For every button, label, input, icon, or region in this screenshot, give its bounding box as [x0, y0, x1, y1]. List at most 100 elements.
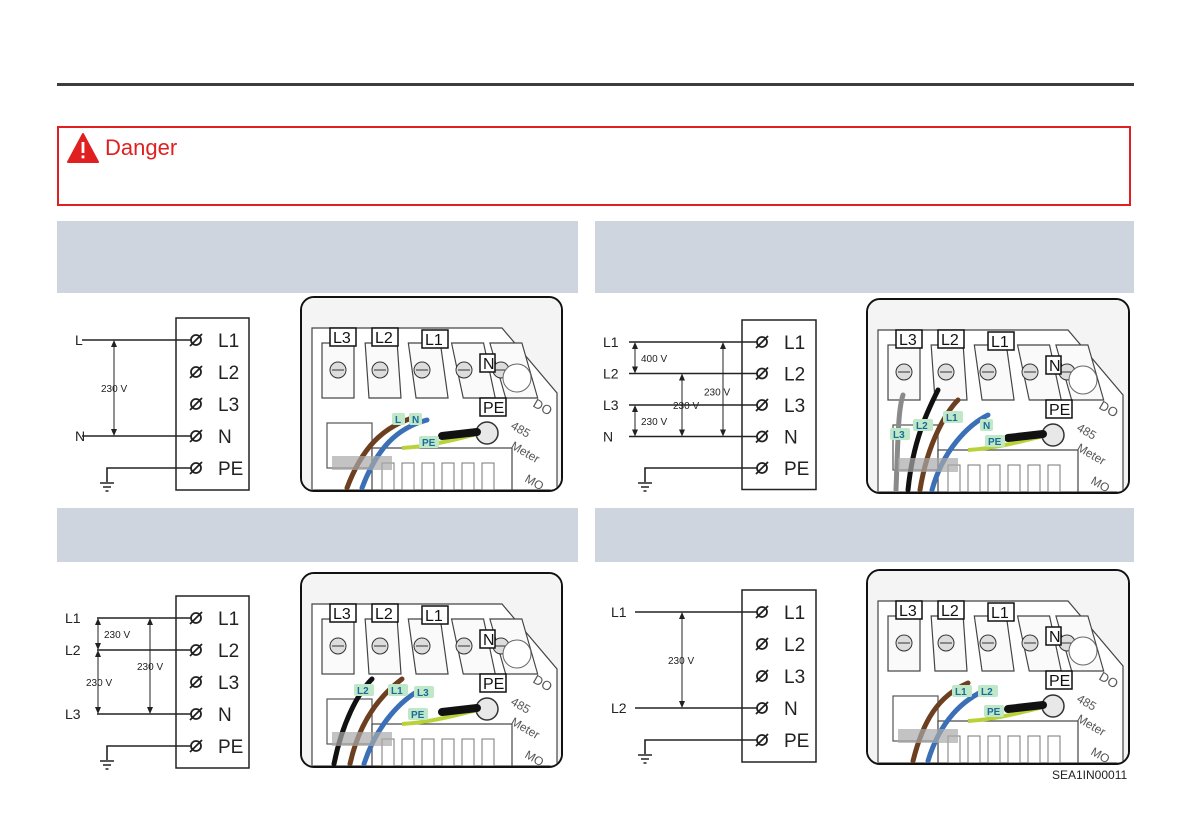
wire-tag-pe-bg — [985, 435, 1005, 447]
voltage-arrow-l1-n-head-bottom — [720, 429, 726, 437]
wire-tag-l2: L2 — [981, 687, 993, 698]
ground-wire — [644, 467, 757, 482]
wire-tag-pe-bg — [984, 705, 1004, 717]
photo-tag-l3: L3 — [333, 606, 351, 623]
photo-tag-l1: L1 — [425, 332, 443, 349]
panel-1-header — [57, 221, 578, 293]
wire-tag-l2: L2 — [916, 421, 928, 432]
photo-tag-n-box — [1045, 626, 1062, 646]
connector-pin — [1047, 735, 1061, 763]
terminal-screw-slash — [189, 739, 203, 753]
terminal-screw-slash — [755, 429, 769, 444]
panel-4-header — [595, 508, 1134, 562]
photo-tag-n: N — [1049, 358, 1061, 375]
voltage-arrow-l1-l2-head-top — [632, 342, 638, 349]
terminal-screw-slash — [189, 429, 203, 443]
terminal-screw-slash — [755, 335, 769, 349]
terminal-label-pe: PE — [218, 459, 243, 480]
terminal-screw-slash — [755, 398, 769, 412]
photo-tag-pe: PE — [483, 400, 504, 417]
wire-tag-l2-bg — [913, 419, 933, 431]
terminal-label-l3: L3 — [218, 673, 239, 694]
voltage-arrow-head-bottom — [679, 701, 685, 708]
voltage-arrow-head-bottom — [111, 429, 117, 436]
photo-tag-pe: PE — [1049, 402, 1070, 419]
connector-pin — [441, 738, 455, 766]
voltage-arrow-l2-l3-head-bottom — [95, 707, 101, 714]
photo-tag-l3-box — [895, 600, 923, 620]
connector-pin — [1027, 735, 1041, 763]
wire-tag-pe: PE — [988, 437, 1002, 448]
wire-tag-l1-bg — [952, 685, 972, 697]
photo-tag-l3-box — [895, 329, 923, 349]
photo-tag-l2-box — [371, 327, 399, 347]
pe-ferrule — [438, 428, 481, 440]
photo-tag-pe: PE — [483, 676, 504, 693]
pe-ferrule — [438, 704, 481, 716]
terminal-label-l3: L3 — [784, 396, 805, 417]
terminal-label-pe: PE — [784, 459, 809, 480]
photo-tag-l3-box — [329, 603, 357, 623]
connector-pin — [1007, 735, 1021, 763]
wire-tag-pe-bg — [408, 708, 428, 720]
connector-pin — [401, 738, 415, 766]
photo-tag-l1: L1 — [991, 605, 1009, 622]
terminal-label-pe: PE — [784, 731, 809, 752]
wire-tag-l1-bg — [943, 411, 963, 423]
photo-tag-l3-box — [329, 327, 357, 347]
terminal-block — [741, 589, 817, 763]
wire-tag-l3: L3 — [893, 430, 905, 441]
connector-pin — [481, 738, 495, 766]
wire-tag-l3-bg — [414, 686, 434, 698]
terminal-screw-slash — [755, 605, 769, 619]
voltage-arrow-l1-l2-head-bottom — [95, 643, 101, 650]
panel-2-header — [595, 221, 1134, 293]
connector-pin — [461, 738, 475, 766]
ground-wire — [106, 745, 191, 760]
photo-tag-l2: L2 — [375, 606, 393, 623]
photo-tag-n: N — [483, 632, 495, 649]
supply-label: L — [75, 332, 83, 348]
terminal-label-n: N — [784, 699, 798, 720]
terminal-screw-slash — [755, 366, 769, 381]
photo-tag-l2: L2 — [941, 603, 959, 620]
connector-pin — [1007, 464, 1021, 492]
wire-tag-l2: L2 — [357, 686, 369, 697]
wire-tag-pe: PE — [987, 707, 1001, 718]
terminal-screw-slash — [755, 461, 769, 475]
danger-title: Danger — [105, 135, 178, 160]
terminal-label-l2: L2 — [218, 641, 239, 662]
ground-wire — [644, 739, 757, 754]
wire-tag-l3: L3 — [417, 688, 429, 699]
voltage-label: 230 V — [673, 401, 699, 412]
voltage-label: 230 V — [104, 630, 130, 641]
connector-pin — [967, 735, 981, 763]
supply-label: L1 — [611, 604, 627, 620]
wire-tag-l1: L1 — [955, 687, 967, 698]
terminal-screw-slash — [189, 333, 203, 347]
terminal-screw-icon — [190, 366, 202, 378]
wire-tag-l1: L1 — [391, 686, 403, 697]
voltage-arrow-l3-n-head-top — [632, 405, 638, 412]
photo-tag-l2-box — [937, 600, 965, 620]
wire-tag-l1: L1 — [946, 413, 958, 424]
housing-hole — [502, 639, 532, 669]
pe-ferrule — [1004, 701, 1047, 713]
warning-triangle-icon — [67, 133, 99, 163]
connector-pin — [967, 464, 981, 492]
wire — [929, 412, 991, 492]
connector-pin — [461, 462, 475, 490]
connector-pin — [1027, 464, 1041, 492]
voltage-label: 230 V — [668, 656, 694, 667]
connector-pin — [441, 462, 455, 490]
terminal-screw-slash — [755, 637, 769, 651]
cable-gland — [898, 458, 958, 472]
terminal-label-l2: L2 — [784, 365, 805, 386]
photo-tag-l1-box — [421, 605, 449, 625]
voltage-label: 400 V — [641, 354, 667, 365]
